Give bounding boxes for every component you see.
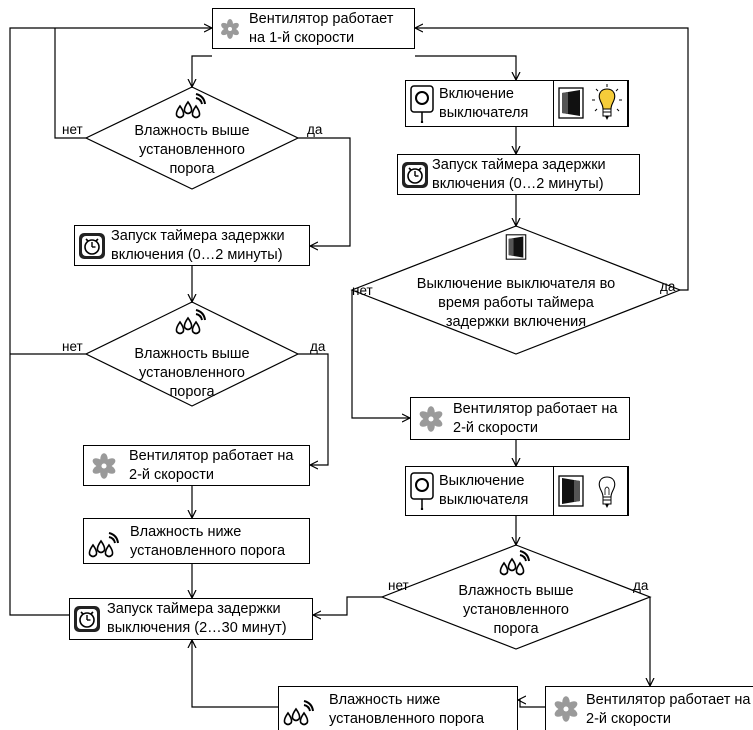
yes-label: да: [310, 339, 326, 354]
decision-humidity-2: [84, 301, 300, 407]
decision-switch-off: [350, 225, 682, 355]
humidity-3-text: Влажность выше установленного порога: [458, 583, 574, 637]
no-label: нет: [62, 122, 83, 137]
decision-humidity-3: [380, 544, 652, 650]
timer-icon: [74, 606, 100, 632]
timer-icon: [402, 161, 428, 188]
fan-speed1-text: Вентилятор работает на 1-й скорости: [249, 11, 394, 46]
humidity-2-text: Влажность выше установленного порога: [134, 346, 250, 400]
fan-speed2-left-box: Вентилятор работает на 2-й скорости: [83, 445, 310, 486]
fan-icon: [554, 695, 578, 722]
fan-icon: [92, 452, 116, 479]
decision-humidity-1: [84, 86, 300, 190]
timer-on-right-text: Запуск таймера задержки включения (0…2 м…: [432, 157, 606, 192]
fan-icon: [419, 405, 443, 432]
fan-speed2-left-text: Вентилятор работает на 2-й скорости: [129, 448, 294, 483]
humidity-low-bottom-text: Влажность ниже установленного порога: [329, 692, 485, 727]
humidity-low-left-box: Влажность ниже установленного порога: [83, 518, 310, 564]
timer-on-right-box: Запуск таймера задержки включения (0…2 м…: [397, 154, 640, 195]
rocker-switch-icon: [558, 86, 584, 119]
humidity-icon: [499, 550, 530, 576]
humidity-low-left-text: Влажность ниже установленного порога: [130, 524, 286, 559]
bulb-on-icon: [592, 83, 622, 120]
fan-speed2-bottom-right-box: Вентилятор работает на 2-й скорости: [545, 686, 753, 730]
switch-on-text: Включение выключателя: [439, 86, 529, 121]
fan-speed1-box: Вентилятор работает на 1-й скорости: [212, 8, 415, 49]
yes-label: да: [307, 122, 323, 137]
humidity-icon: [175, 93, 206, 119]
switch-off-decision-text: Выключение выключателя во время работы т…: [416, 276, 616, 330]
switch-off-box: Выключение выключателя: [405, 465, 629, 517]
rocker-switch-icon: [558, 474, 584, 507]
humidity-icon: [283, 699, 314, 726]
switch-on-illustration: [553, 79, 628, 128]
fan-icon: [221, 18, 239, 39]
wall-switch-icon: [410, 472, 434, 510]
wall-switch-icon: [410, 84, 434, 123]
no-label: нет: [352, 283, 373, 298]
no-label: нет: [388, 578, 409, 593]
switch-off-illustration: [553, 465, 628, 517]
switch-off-text: Выключение выключателя: [439, 473, 529, 508]
fan-speed2-right-text: Вентилятор работает на 2-й скорости: [453, 401, 618, 436]
humidity-icon: [88, 532, 119, 558]
yes-label: да: [633, 578, 649, 593]
humidity-icon: [175, 309, 206, 335]
timer-off-box: Запуск таймера задержки выключения (2…30…: [69, 598, 313, 640]
rocker-switch-icon: [505, 234, 527, 260]
timer-off-text: Запуск таймера задержки выключения (2…30…: [107, 601, 287, 636]
fan-speed2-right-box: Вентилятор работает на 2-й скорости: [410, 397, 630, 440]
no-label: нет: [62, 339, 83, 354]
timer-on-left-text: Запуск таймера задержки включения (0…2 м…: [111, 228, 285, 263]
yes-label: да: [660, 279, 676, 294]
humidity-1-text: Влажность выше установленного порога: [134, 123, 250, 177]
switch-on-box: Включение выключателя: [405, 79, 629, 128]
timer-on-left-box: Запуск таймера задержки включения (0…2 м…: [74, 225, 310, 266]
bulb-off-icon: [598, 476, 616, 508]
fan-speed2-bottom-right-text: Вентилятор работает на 2-й скорости: [586, 692, 751, 727]
timer-icon: [79, 232, 105, 259]
humidity-low-bottom-box: Влажность ниже установленного порога: [278, 686, 518, 730]
